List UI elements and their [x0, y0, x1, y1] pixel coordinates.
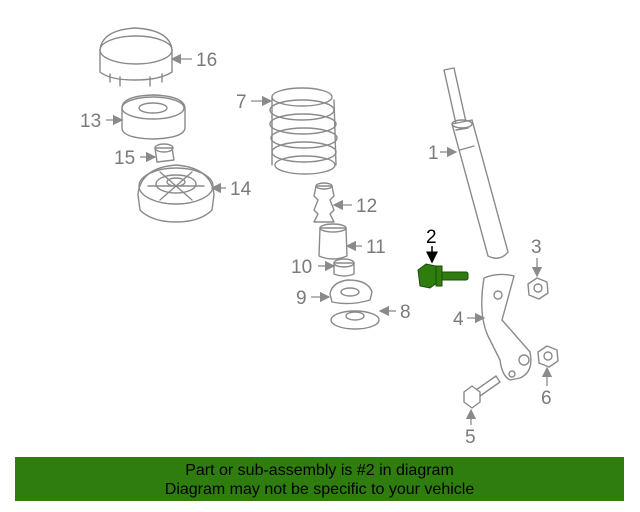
callout-6: 6	[541, 388, 552, 409]
callout-1: 1	[428, 143, 439, 164]
callout-7: 7	[236, 92, 247, 113]
part-13-insulator	[121, 94, 186, 140]
callout-11: 11	[366, 237, 386, 258]
part-3-nut	[527, 277, 549, 300]
callout-9: 9	[296, 288, 307, 309]
part-4-bracket	[481, 273, 532, 381]
leader-lines	[106, 53, 553, 425]
part-9-spring-seat	[329, 279, 373, 305]
callout-10: 10	[291, 257, 312, 278]
part-7-coil-spring	[269, 87, 338, 175]
part-2-bolt-highlighted	[417, 263, 469, 289]
part-10-bushing	[333, 258, 355, 277]
callout-12: 12	[356, 196, 377, 217]
callout-8: 8	[400, 302, 411, 323]
part-8-spring-pad	[330, 310, 380, 330]
part-12-bump-stop	[313, 182, 335, 223]
callout-16: 16	[196, 50, 217, 71]
parts-diagram: 16 13 15 14 7 12 11 10 9 8 1 4 3 6 5 2	[80, 27, 559, 448]
part-6-nut	[537, 345, 559, 368]
info-banner: Part or sub-assembly is #2 in diagram Di…	[15, 457, 624, 501]
callout-4: 4	[453, 309, 464, 330]
callout-5: 5	[465, 427, 476, 448]
part-16-mount-cap	[99, 27, 173, 87]
callout-13: 13	[80, 111, 101, 132]
callout-2: 2	[426, 227, 437, 248]
part-14-strut-mount	[137, 164, 215, 223]
banner-line-1: Part or sub-assembly is #2 in diagram	[185, 462, 454, 479]
banner-line-2: Diagram may not be specific to your vehi…	[164, 481, 475, 498]
callout-15: 15	[114, 148, 135, 169]
part-11-dust-boot	[318, 223, 348, 260]
callout-14: 14	[230, 179, 252, 200]
part-1-strut	[443, 67, 509, 259]
part-15-nut	[154, 143, 175, 163]
callout-3: 3	[531, 237, 542, 258]
part-5-bolt	[463, 375, 501, 409]
